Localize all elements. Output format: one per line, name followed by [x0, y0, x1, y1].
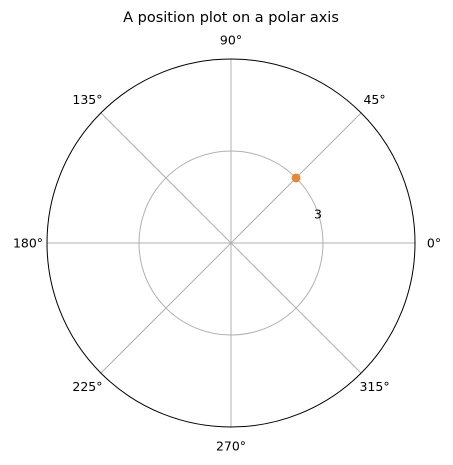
theta-tick-label-315: 315°	[359, 379, 389, 394]
theta-tick-label-225: 225°	[72, 379, 102, 394]
data-point-layer	[291, 173, 301, 183]
data-point-0	[291, 173, 301, 183]
theta-tick-label-135: 135°	[72, 92, 102, 107]
r-tick-label-3: 3	[314, 206, 322, 221]
theta-tick-label-180: 180°	[13, 236, 43, 251]
r-gridline-3	[138, 150, 324, 336]
theta-tick-label-270: 270°	[216, 439, 246, 454]
theta-tick-label-0: 0°	[427, 236, 441, 251]
theta-tick-label-45: 45°	[363, 92, 385, 107]
theta-tick-label-90: 90°	[220, 33, 242, 48]
spine-layer	[46, 58, 416, 428]
grid-layer	[47, 59, 415, 427]
chart-title: A position plot on a polar axis	[123, 10, 339, 26]
polar-spine	[46, 58, 416, 428]
tick-label-layer: 0° 45° 90° 135° 180° 225° 270° 315° 3	[13, 33, 441, 454]
